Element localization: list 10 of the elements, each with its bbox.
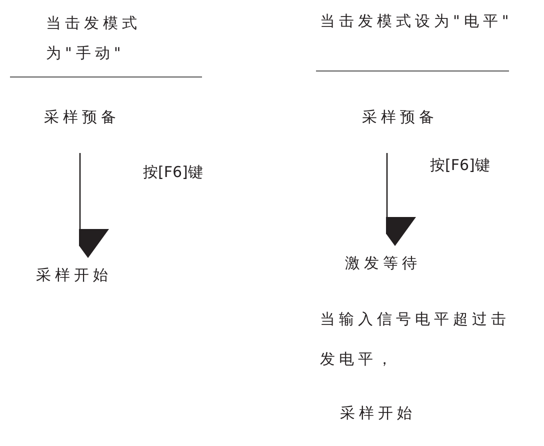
step-text: 采样开始	[338, 396, 418, 431]
edge-label: 按[F6]键	[430, 156, 490, 175]
heading: 当击发模式为"手动"	[46, 13, 142, 64]
step-text: 采样预备	[360, 100, 440, 135]
step-text: 采样开始	[34, 258, 114, 293]
step-text: 采样预备	[42, 100, 122, 135]
step-text: 激发等待	[343, 246, 423, 281]
edge-label: 按[F6]键	[143, 163, 203, 182]
heading: 当击发模式设为"电平"	[320, 11, 513, 32]
note-text: 当输入信号电平超过击发电平，	[320, 309, 511, 370]
